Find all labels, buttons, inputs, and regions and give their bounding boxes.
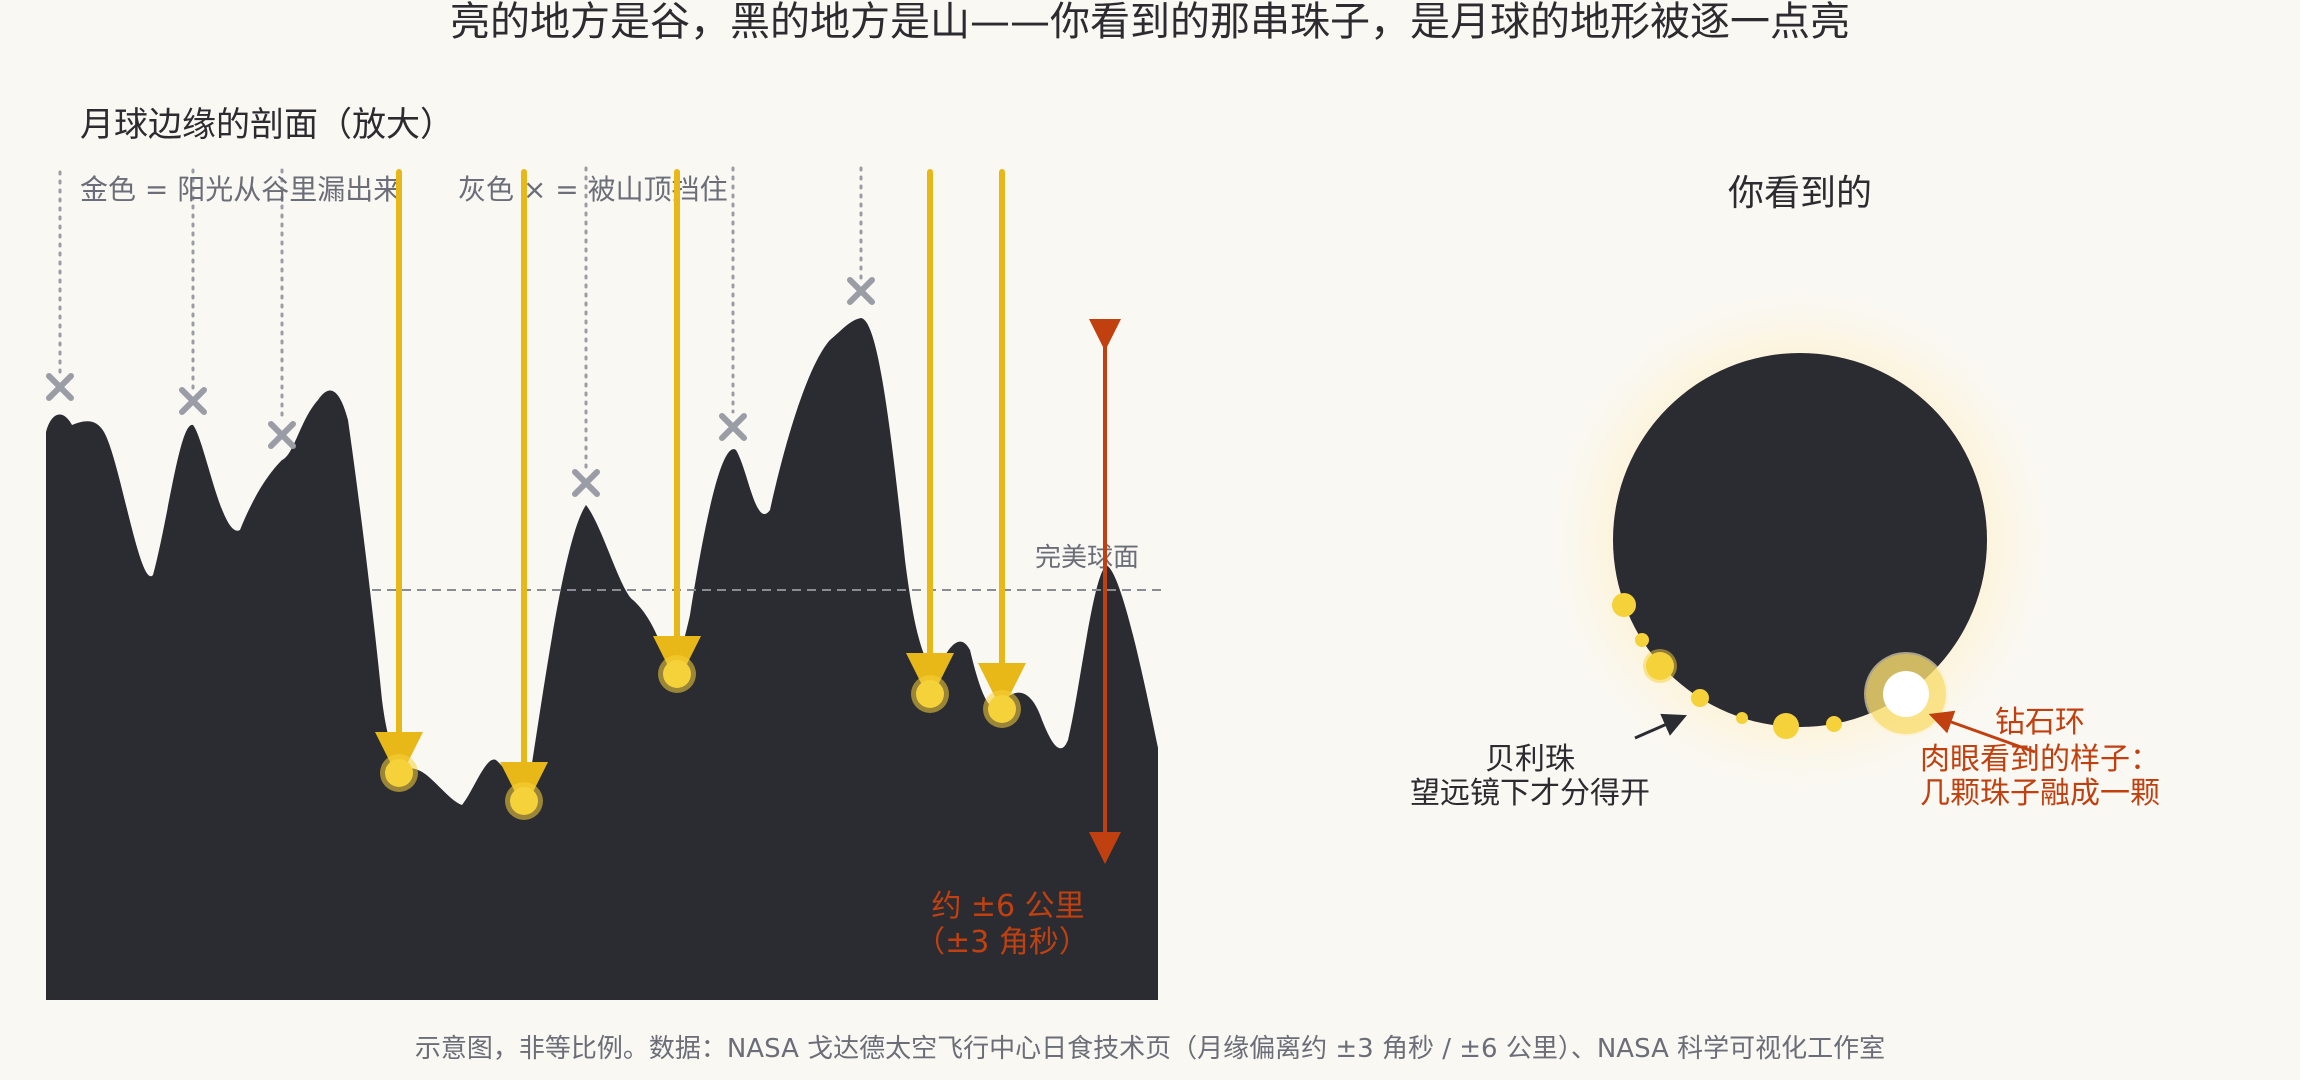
baily-bead xyxy=(1612,593,1636,617)
diamond-pointer xyxy=(1928,710,2036,754)
diamond-ring xyxy=(1864,652,1948,736)
legend-gold: 金色 = 阳光从谷里漏出来 xyxy=(80,173,401,206)
baily-bead xyxy=(1736,712,1748,724)
valley-bead xyxy=(380,754,418,792)
baily-sublabel: 望远镜下才分得开 xyxy=(1410,776,1650,811)
valley-bead xyxy=(983,690,1021,728)
baily-label: 贝利珠 xyxy=(1485,742,1575,777)
moon-disk xyxy=(1613,353,1987,727)
baily-bead xyxy=(1826,716,1842,732)
blocked-x-icon xyxy=(847,277,875,305)
diamond-ring-label: 钻石环 xyxy=(1995,705,2085,740)
blocked-x-icon xyxy=(179,387,207,415)
baily-bead xyxy=(1773,713,1799,739)
source-footer: 示意图，非等比例。数据：NASA 戈达德太空飞行中心日食技术页（月缘偏离约 ±3… xyxy=(415,1034,1885,1064)
blocked-rays xyxy=(58,166,863,472)
sunlight-rays xyxy=(375,169,1026,810)
valley-beads xyxy=(380,655,1021,820)
valley-bead xyxy=(658,655,696,693)
right-panel-heading: 你看到的 xyxy=(1728,173,1872,214)
elevation-range-sublabel: （±3 角秒） xyxy=(915,925,1089,960)
left-panel-heading: 月球边缘的剖面（放大） xyxy=(80,105,454,145)
blocked-x-icon xyxy=(46,373,74,401)
blocked-x-icon xyxy=(719,413,747,441)
page-title: 亮的地方是谷，黑的地方是山——你看到的那串珠子，是月球的地形被逐一点亮 xyxy=(450,0,1850,45)
blocked-marks xyxy=(46,277,875,497)
baily-pointer xyxy=(1634,713,1687,740)
diamond-ring-desc-2: 几颗珠子融成一颗 xyxy=(1920,776,2160,811)
blocked-x-icon xyxy=(268,421,296,449)
valley-bead xyxy=(505,782,543,820)
legend-gray: 灰色 × = 被山顶挡住 xyxy=(458,173,728,206)
diamond-ring-desc-1: 肉眼看到的样子： xyxy=(1920,742,2160,777)
baily-beads xyxy=(1612,593,1842,739)
baily-bead xyxy=(1635,633,1649,647)
baily-bead xyxy=(1691,689,1709,707)
lunar-limb-profile xyxy=(46,318,1158,1000)
elevation-range-label: 约 ±6 公里 xyxy=(931,889,1084,924)
reference-sphere-label: 完美球面 xyxy=(1035,543,1139,573)
blocked-x-icon xyxy=(572,469,600,497)
valley-bead xyxy=(911,675,949,713)
baily-bead xyxy=(1646,652,1674,680)
